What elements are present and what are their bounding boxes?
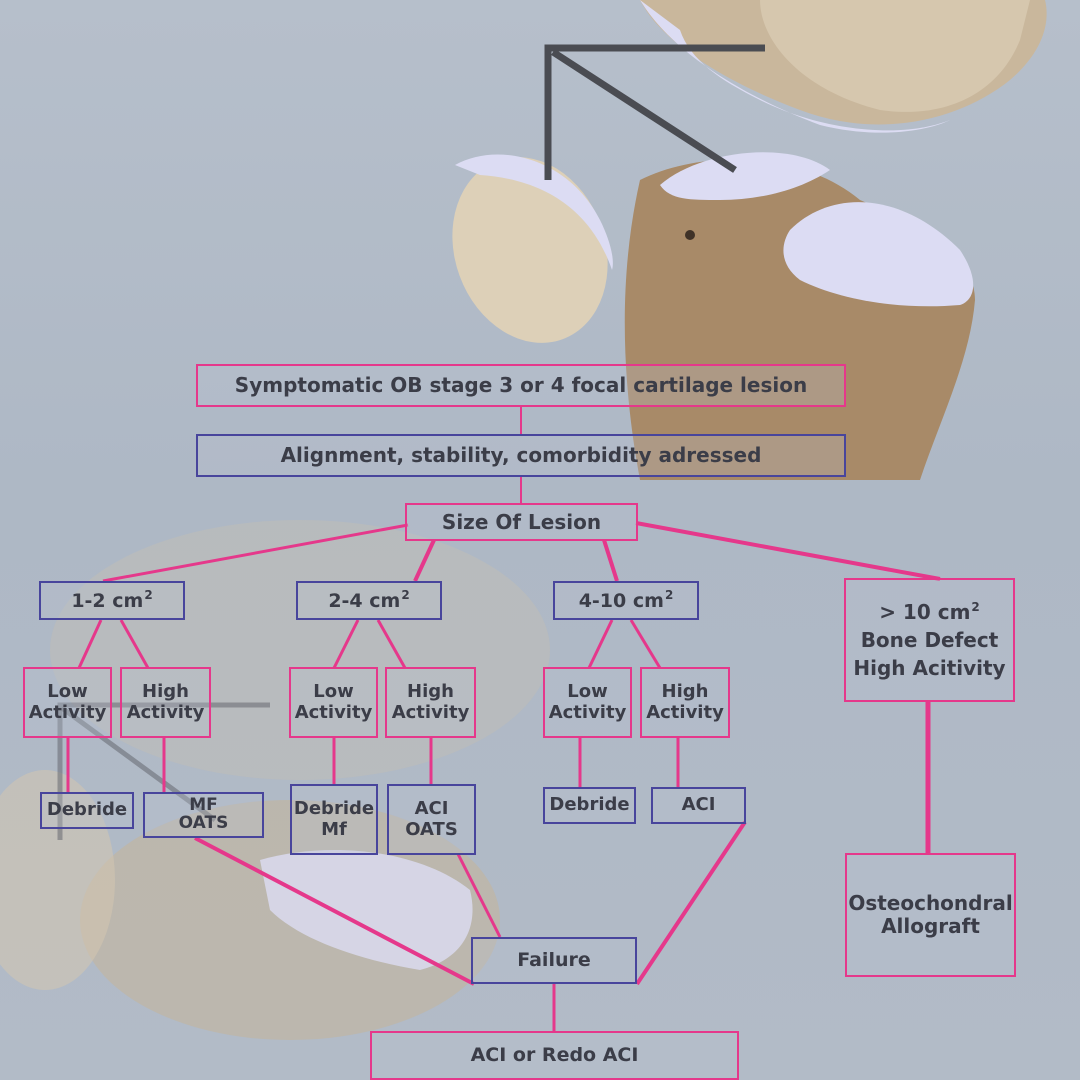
high-activity-line2: Activity [126, 701, 205, 723]
symptomatic-lesion-label: Symptomatic OB stage 3 or 4 focal cartil… [234, 373, 808, 397]
alignment-label: Alignment, stability, comorbidity adress… [280, 443, 762, 467]
alignment-box: Alignment, stability, comorbidity adress… [196, 434, 846, 477]
osteochondral-label: Osteochondral [848, 891, 1013, 915]
high-activity-line1: High [661, 680, 709, 702]
low-activity-line2: Activity [28, 701, 107, 723]
low-activity-line1: Low [313, 680, 354, 702]
high-activity-line1: High [407, 680, 454, 702]
aci-redo-box: ACI or Redo ACI [370, 1031, 739, 1080]
size-gt10-label: > 10 cm2 [879, 600, 980, 624]
high-activity-box-2: High Activity [385, 667, 476, 738]
mf-label: MF [189, 795, 218, 816]
failure-label: Failure [517, 948, 591, 971]
size-2-4-box: 2-4 cm2 [296, 581, 442, 620]
low-activity-box-3: Low Activity [543, 667, 632, 738]
debride-label: Debride [293, 797, 375, 819]
osteochondral-allograft-box: Osteochondral Allograft [845, 853, 1016, 977]
low-activity-line1: Low [567, 680, 608, 702]
mf-oats-box: MF OATS [143, 792, 264, 838]
high-acitivity-label: High Acitivity [853, 656, 1006, 680]
bone-defect-label: Bone Defect [860, 628, 999, 652]
size-of-lesion-box: Size Of Lesion [405, 503, 638, 541]
debride-label: Debride [549, 794, 630, 816]
size-1-2-box: 1-2 cm2 [39, 581, 185, 620]
aci-oats-box: ACI OATS [387, 784, 476, 855]
debride-box-1: Debride [40, 792, 134, 829]
low-activity-box-2: Low Activity [289, 667, 378, 738]
low-activity-box-1: Low Activity [23, 667, 112, 738]
high-activity-box-3: High Activity [640, 667, 730, 738]
size-4-10-label: 4-10 cm2 [578, 587, 674, 612]
size-gt10-box: > 10 cm2 Bone Defect High Acitivity [844, 578, 1015, 702]
symptomatic-lesion-box: Symptomatic OB stage 3 or 4 focal cartil… [196, 364, 846, 407]
size-2-4-label: 2-4 cm2 [328, 587, 410, 612]
high-activity-line2: Activity [391, 701, 470, 723]
high-activity-line2: Activity [646, 701, 724, 723]
aci-label: ACI [414, 797, 449, 819]
oats-label: OATS [405, 818, 458, 840]
failure-box: Failure [471, 937, 637, 984]
high-activity-box-1: High Activity [120, 667, 211, 738]
aci-redo-label: ACI or Redo ACI [470, 1043, 639, 1066]
aci-label: ACI [681, 794, 716, 816]
high-activity-line1: High [142, 680, 189, 702]
oats-label: OATS [178, 813, 229, 833]
low-activity-line1: Low [47, 680, 88, 702]
aci-box: ACI [651, 787, 746, 824]
debride-mf-box: Debride Mf [290, 784, 378, 855]
allograft-label: Allograft [881, 914, 980, 938]
size-4-10-box: 4-10 cm2 [553, 581, 699, 620]
size-of-lesion-label: Size Of Lesion [441, 509, 602, 534]
debride-label: Debride [46, 799, 128, 821]
debride-box-3: Debride [543, 787, 636, 824]
low-activity-line2: Activity [294, 701, 373, 723]
low-activity-line2: Activity [548, 701, 627, 723]
size-1-2-label: 1-2 cm2 [71, 587, 153, 612]
mf-label: Mf [321, 818, 347, 840]
